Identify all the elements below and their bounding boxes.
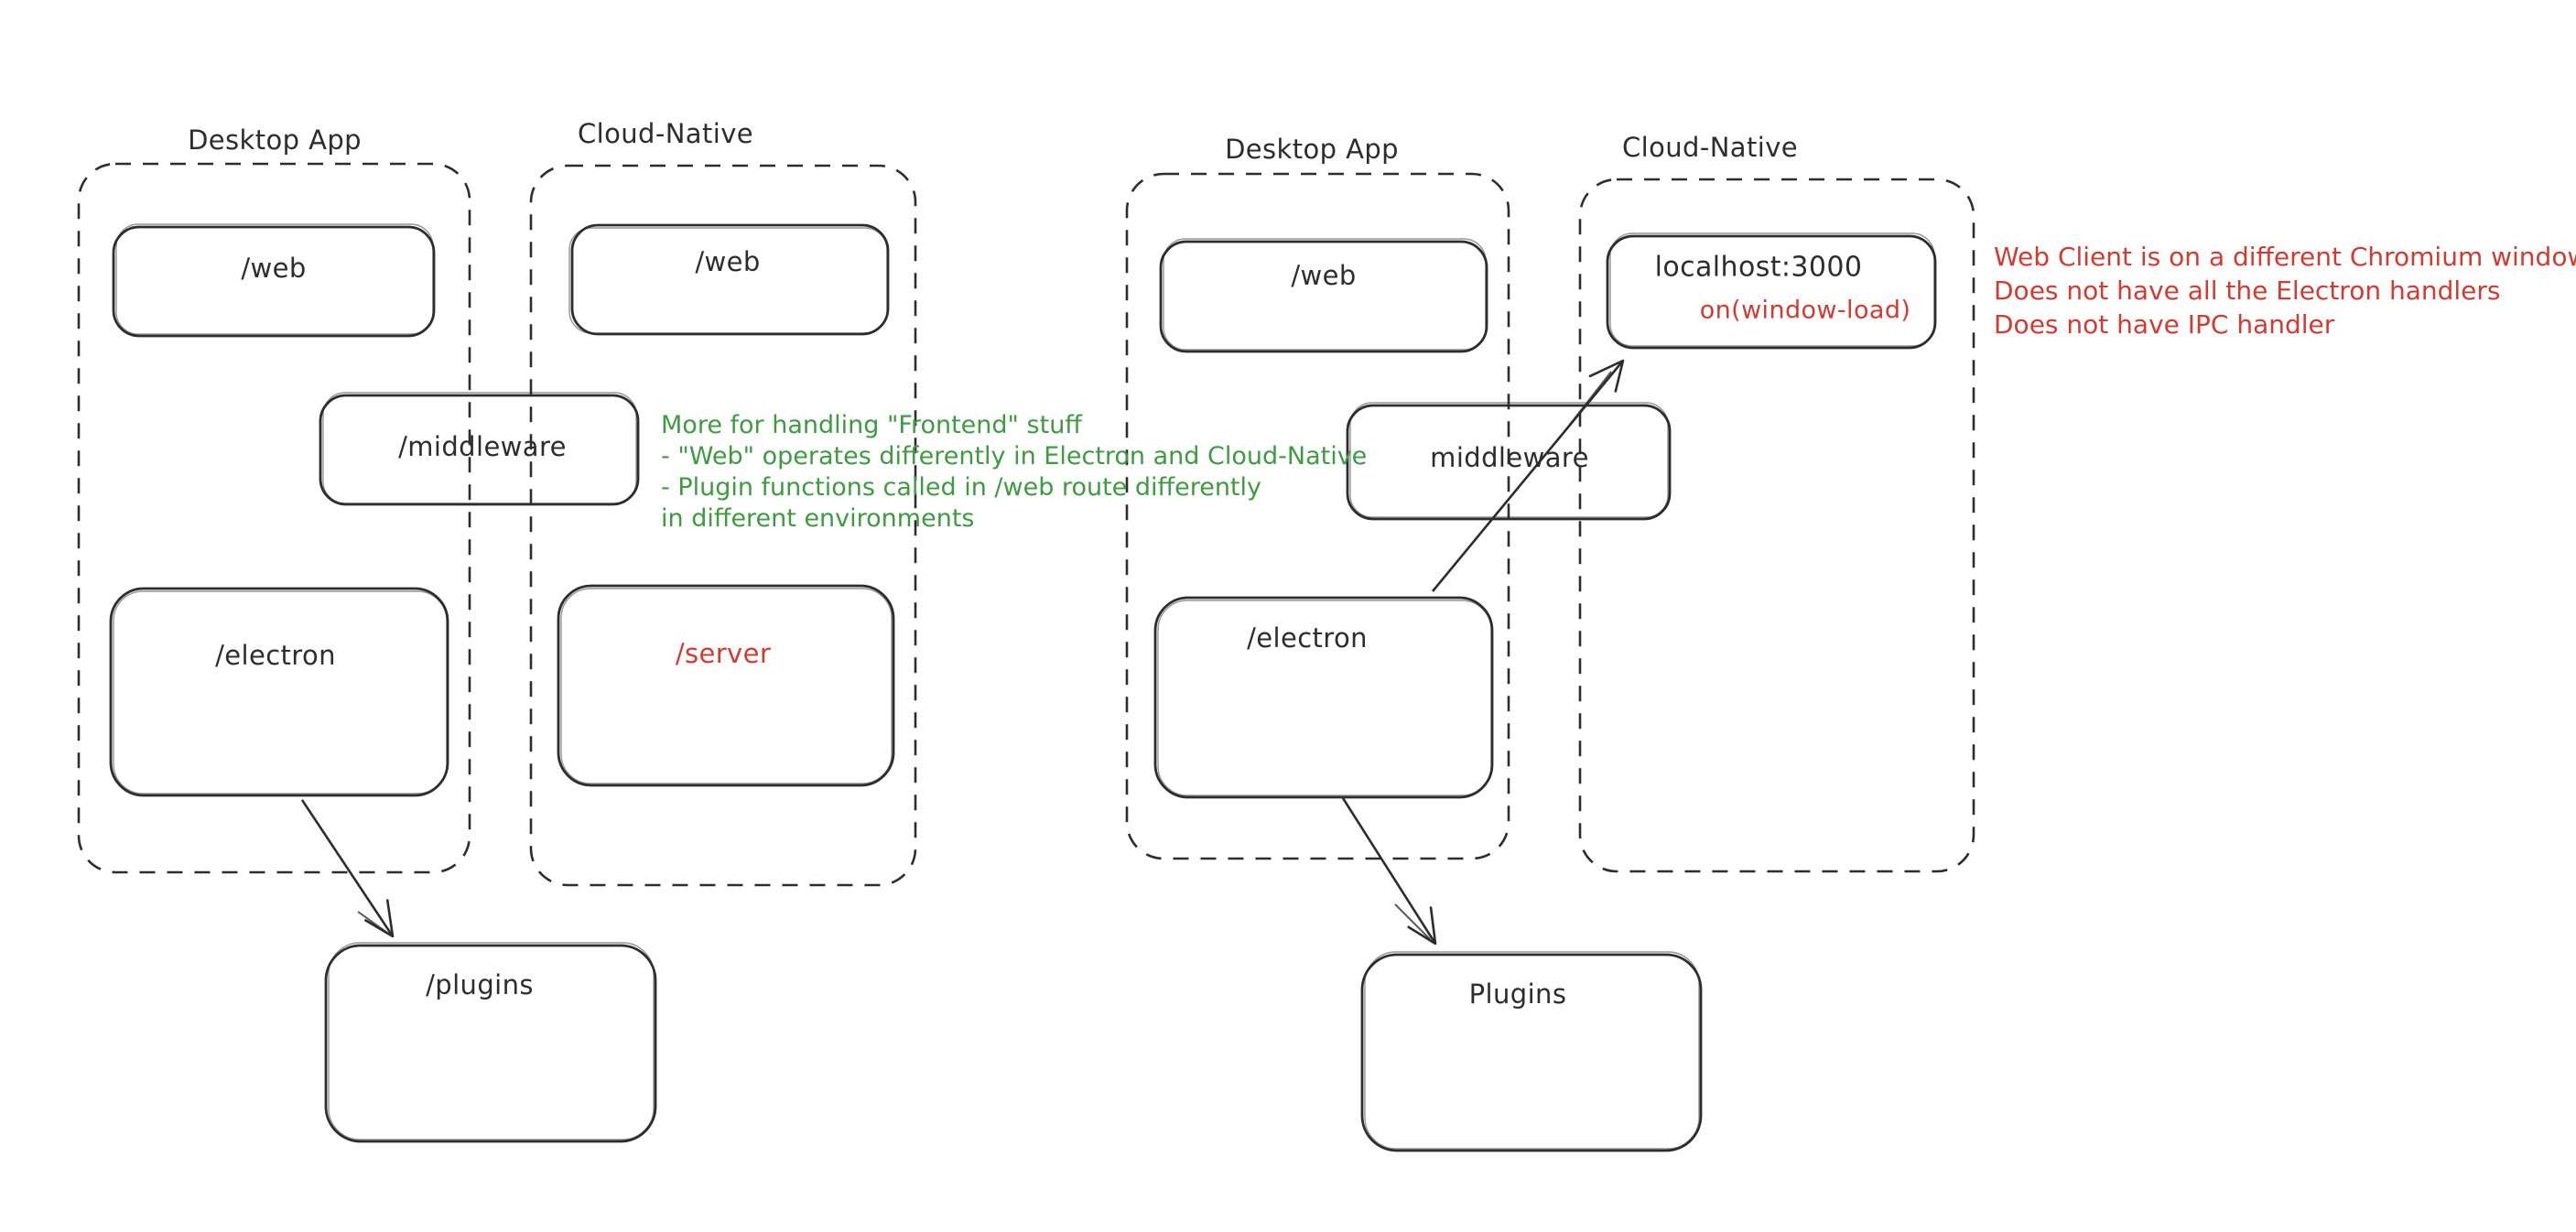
right-desktop-container bbox=[1125, 172, 1510, 860]
left-green-annotation: More for handling "Frontend" stuff - "We… bbox=[661, 410, 1367, 535]
left-middleware-box-sketch bbox=[322, 392, 637, 504]
left-electron-box-sketch bbox=[113, 590, 448, 794]
right-localhost-sub-label: on(window-load) bbox=[1699, 296, 1911, 325]
left-green-annotation-line: in different environments bbox=[661, 504, 975, 533]
left-green-annotation-line: - "Web" operates differently in Electron… bbox=[661, 442, 1368, 470]
left-web-desktop-box-sketch bbox=[115, 223, 434, 335]
right-electron-box bbox=[1153, 596, 1494, 799]
right-electron-to-plugins-arrow-sketch bbox=[1394, 903, 1431, 940]
right-web-label: /web bbox=[1291, 260, 1357, 291]
left-plugins-label: /plugins bbox=[426, 969, 534, 1000]
left-web-cloud-box-sketch bbox=[568, 227, 888, 334]
right-red-annotation: Web Client is on a different Chromium wi… bbox=[1994, 240, 2576, 341]
right-cloud-container bbox=[1578, 178, 1975, 873]
left-desktop-container bbox=[77, 162, 471, 874]
left-electron-to-plugins-arrow-sketch bbox=[357, 911, 388, 934]
left-server-box bbox=[557, 584, 895, 787]
left-cloud-container-title: Cloud-Native bbox=[578, 118, 753, 149]
right-plugins-box bbox=[1360, 953, 1703, 1152]
right-middleware-box bbox=[1346, 404, 1672, 521]
right-electron-box-sketch bbox=[1157, 600, 1492, 796]
left-green-annotation-line: More for handling "Frontend" stuff bbox=[661, 411, 1082, 439]
left-electron-label: /electron bbox=[215, 640, 336, 671]
left-server-label: /server bbox=[675, 638, 772, 669]
right-middleware-box-sketch bbox=[1349, 402, 1669, 518]
left-electron-box bbox=[109, 587, 449, 797]
right-localhost-box-sketch bbox=[1609, 232, 1935, 347]
right-red-annotation-line: Web Client is on a different Chromium wi… bbox=[1994, 242, 2576, 272]
right-localhost-label: localhost:3000 bbox=[1654, 251, 1863, 284]
left-web-desktop-label: /web bbox=[241, 253, 307, 284]
right-cloud-container-title: Cloud-Native bbox=[1622, 132, 1798, 163]
left-plugins-box-sketch bbox=[328, 942, 655, 1140]
left-cloud-container bbox=[529, 164, 917, 887]
right-web-box bbox=[1159, 240, 1488, 353]
right-electron-to-plugins-arrow bbox=[1341, 797, 1437, 946]
left-plugins-box bbox=[324, 944, 657, 1143]
left-middleware-box bbox=[319, 394, 640, 506]
left-electron-to-plugins-arrow bbox=[300, 799, 395, 938]
right-localhost-box bbox=[1606, 234, 1937, 350]
right-red-annotation-line: Does not have all the Electron handlers bbox=[1994, 276, 2501, 306]
right-electron-to-localhost-arrow-sketch bbox=[1555, 371, 1612, 443]
left-green-annotation-line: - Plugin functions called in /web route … bbox=[661, 473, 1262, 502]
right-middleware-label: middleware bbox=[1430, 442, 1589, 473]
right-plugins-label: Plugins bbox=[1468, 978, 1567, 1010]
right-red-annotation-line: Does not have IPC handler bbox=[1994, 309, 2335, 340]
left-web-cloud-box bbox=[570, 223, 890, 336]
left-middleware-label: /middleware bbox=[398, 431, 567, 462]
right-electron-label: /electron bbox=[1247, 622, 1368, 654]
right-plugins-box-sketch bbox=[1364, 951, 1700, 1150]
right-desktop-container-title: Desktop App bbox=[1225, 134, 1399, 165]
left-desktop-container-title: Desktop App bbox=[188, 124, 362, 156]
left-web-cloud-label: /web bbox=[695, 246, 761, 277]
right-web-box-sketch bbox=[1163, 238, 1487, 351]
right-electron-to-localhost-arrow bbox=[1431, 359, 1625, 592]
left-server-box-sketch bbox=[560, 588, 893, 784]
left-web-desktop-box bbox=[112, 225, 436, 338]
